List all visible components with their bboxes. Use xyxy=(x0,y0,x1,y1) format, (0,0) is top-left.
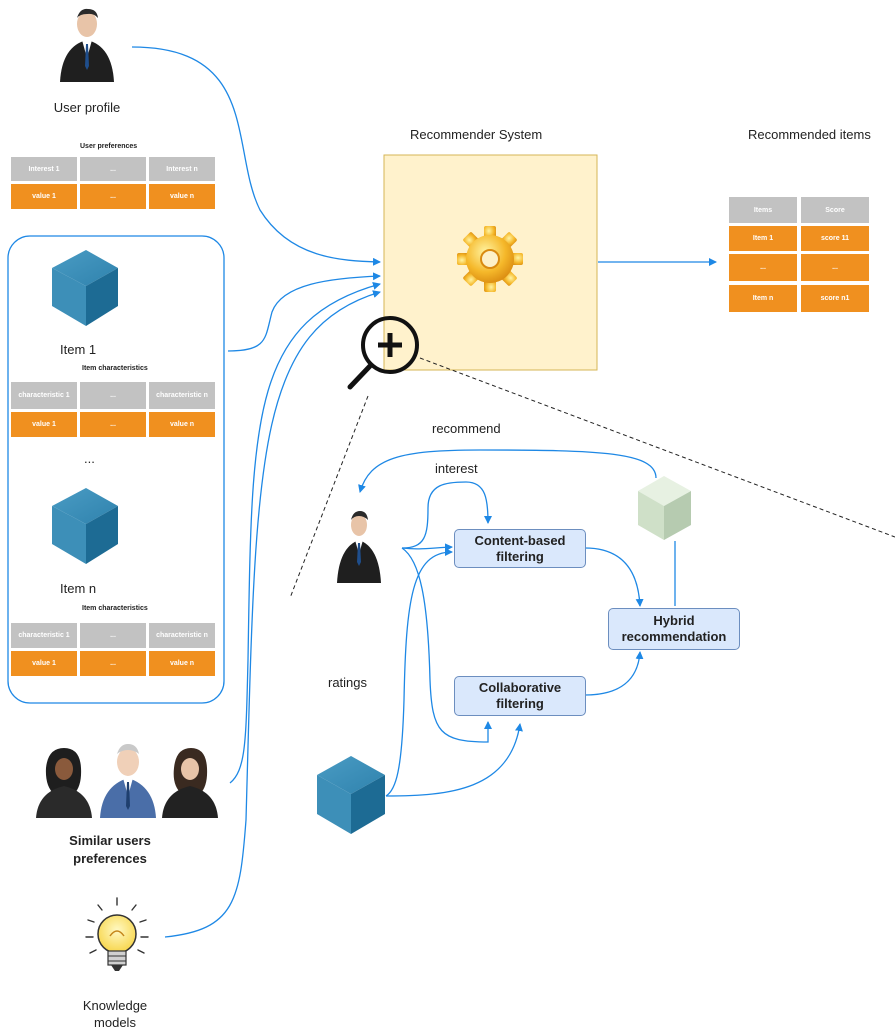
table-cell: value n xyxy=(149,412,215,437)
zoom-item-cube-icon xyxy=(638,476,691,540)
table-cell: value n xyxy=(149,651,215,676)
items-ellipsis: ... xyxy=(84,451,95,466)
table-cell: Item n xyxy=(729,285,797,312)
gear-icon xyxy=(457,226,523,292)
similar-users-line2: preferences xyxy=(73,851,147,866)
table-cell: Score xyxy=(801,197,869,223)
table-cell: value n xyxy=(149,184,215,209)
table-cell: Interest 1 xyxy=(11,157,77,181)
table-cell: score n1 xyxy=(801,285,869,312)
table-cell: Items xyxy=(729,197,797,223)
hybrid-line1: Hybrid xyxy=(653,613,695,628)
zoom-user-icon xyxy=(337,511,381,583)
light-bulb-icon xyxy=(85,897,149,971)
table-cell: ... xyxy=(80,412,146,437)
recommender-system-label: Recommender System xyxy=(410,127,543,142)
table-cell: characteristic n xyxy=(149,623,215,648)
user-profile-icon xyxy=(60,8,114,82)
collaborative-line1: Collaborative xyxy=(478,680,562,695)
knowledge-line1: Knowledge xyxy=(82,998,148,1013)
table-cell: ... xyxy=(80,157,146,181)
table-cell: ... xyxy=(801,254,869,281)
ratings-label: ratings xyxy=(328,675,368,690)
table-cell: score 11 xyxy=(801,226,869,251)
table-cell: value 1 xyxy=(11,184,77,209)
items-panel xyxy=(7,235,225,704)
table-cell: value 1 xyxy=(11,412,77,437)
similar-users-label: Similar users preferences xyxy=(55,832,165,868)
content-based-line1: Content-based xyxy=(474,532,566,548)
edge-ratings xyxy=(401,547,492,743)
hybrid-line2: recommendation xyxy=(621,629,727,644)
similar-users-icon xyxy=(36,744,218,818)
item-n-cube-icon xyxy=(52,488,118,564)
item-n-characteristics-title: Item characteristics xyxy=(82,605,148,612)
knowledge-models-label: Knowledge models xyxy=(65,997,165,1031)
zoom-magnifier-icon xyxy=(347,316,419,390)
collaborative-filtering-node[interactable]: Collaborative filtering xyxy=(454,676,586,716)
table-cell: ... xyxy=(80,651,146,676)
table-cell: ... xyxy=(80,184,146,209)
user-preferences-title: User preferences xyxy=(80,143,138,150)
table-cell: Interest n xyxy=(149,157,215,181)
table-cell: ... xyxy=(729,254,797,281)
table-cell: value 1 xyxy=(11,651,77,676)
content-based-line2: filtering xyxy=(496,548,544,564)
edge-content-to-hybrid xyxy=(584,547,644,607)
edge-recommend xyxy=(358,449,657,493)
edge-cube-to-content xyxy=(385,548,453,797)
edge-user-profile xyxy=(131,46,381,266)
edge-cube-to-collaborative xyxy=(385,723,523,797)
item-1-characteristics-title: Item characteristics xyxy=(82,365,148,372)
edge-user-to-content xyxy=(401,543,453,552)
table-cell: characteristic 1 xyxy=(11,382,77,409)
table-cell: characteristic 1 xyxy=(11,623,77,648)
zoom-dashed-line-right xyxy=(419,357,895,538)
hybrid-recommendation-node[interactable]: Hybrid recommendation xyxy=(608,608,740,650)
recommended-items-label: Recommended items xyxy=(748,127,871,142)
edge-collaborative-to-hybrid xyxy=(584,651,644,696)
table-cell: ... xyxy=(80,623,146,648)
zoom-ratings-cube-icon xyxy=(317,756,385,834)
knowledge-line2: models xyxy=(94,1015,136,1030)
table-cell: characteristic n xyxy=(149,382,215,409)
item-1-cube-icon xyxy=(52,250,118,326)
content-based-filtering-node[interactable]: Content-based filtering xyxy=(454,529,586,568)
edge-similar-users xyxy=(229,282,381,784)
collaborative-line2: filtering xyxy=(496,696,544,711)
edge-interest xyxy=(401,481,492,549)
item-1-label: Item 1 xyxy=(60,342,97,357)
item-n-label: Item n xyxy=(60,581,97,596)
table-cell: Item 1 xyxy=(729,226,797,251)
edge-knowledge-models xyxy=(164,290,381,938)
recommend-label: recommend xyxy=(432,421,501,436)
zoom-dashed-line-left xyxy=(289,395,369,599)
table-cell: ... xyxy=(80,382,146,409)
similar-users-line1: Similar users xyxy=(69,833,151,848)
edge-items-panel xyxy=(227,272,381,352)
user-profile-label: User profile xyxy=(53,100,121,115)
interest-label: interest xyxy=(435,461,478,476)
